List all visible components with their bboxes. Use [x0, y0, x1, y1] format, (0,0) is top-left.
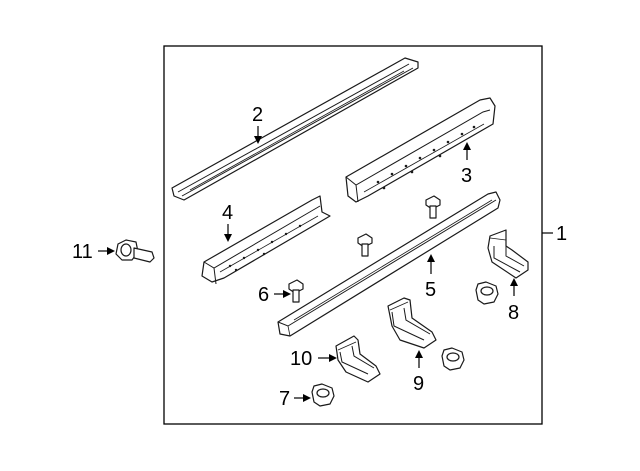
callout-3: 3: [461, 165, 472, 187]
nut-part-7: [311, 383, 335, 407]
step-pad-part-4: [201, 195, 331, 285]
callout-7: 7: [279, 388, 290, 410]
bracket-part-10: [335, 335, 381, 383]
step-pad-part-3: [345, 97, 496, 203]
callout-2: 2: [252, 104, 263, 126]
callout-5: 5: [425, 279, 436, 301]
callout-10: 10: [290, 348, 312, 370]
assembly-frame: [163, 45, 543, 425]
bolt-upper: [425, 195, 441, 219]
callout-1: 1: [556, 223, 567, 245]
stud-bolt-part-11: [115, 239, 155, 263]
nut-right: [475, 281, 499, 305]
callout-8: 8: [508, 302, 519, 324]
bracket-part-9: [387, 297, 437, 349]
step-pad-part-2: [171, 57, 419, 201]
nut-center: [441, 347, 465, 371]
callout-6: 6: [258, 284, 269, 306]
bracket-part-8: [487, 229, 529, 279]
callout-arrows: [98, 126, 553, 402]
bolt-part-6: [288, 279, 304, 303]
callout-9: 9: [413, 373, 424, 395]
bolt-center: [357, 233, 373, 257]
callout-11: 11: [72, 241, 93, 263]
callout-4: 4: [222, 202, 233, 224]
running-board-part-5: [277, 191, 501, 337]
